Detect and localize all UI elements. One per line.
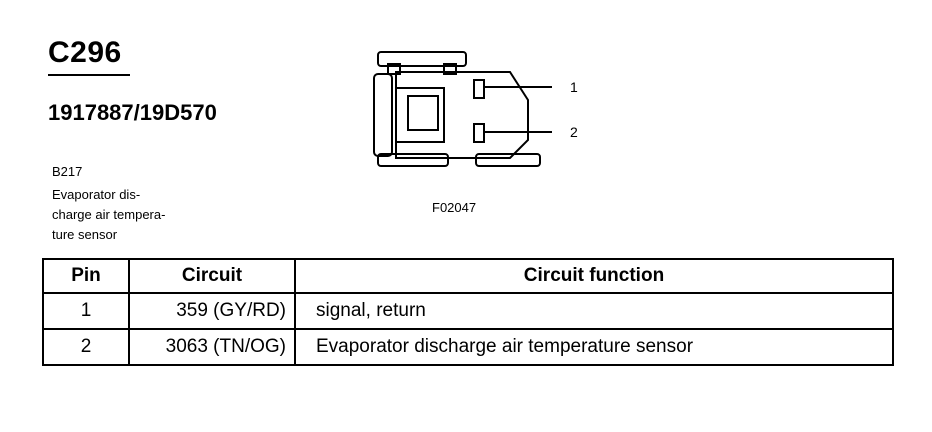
function-cell: signal, return [294, 292, 894, 330]
connector-top-latch [377, 51, 467, 67]
connector-top-post-left [387, 63, 401, 75]
component-description-line: charge air tempera- [52, 207, 166, 222]
circuit-cell: 359 (GY/RD) [128, 292, 296, 330]
connector-top-post-right [443, 63, 457, 75]
circuit-cell: 3063 (TN/OG) [128, 328, 296, 366]
table-row: 2 3063 (TN/OG) Evaporator discharge air … [42, 328, 894, 366]
component-description: Evaporator dis- charge air tempera- ture… [52, 185, 202, 245]
part-numbers: 1917887/19D570 [48, 100, 217, 125]
figure-code: F02047 [432, 200, 477, 215]
connector-housing [395, 71, 529, 159]
connector-left-rail [373, 73, 393, 157]
connector-inner-frame [395, 87, 445, 143]
connector-id-underline [48, 74, 130, 76]
column-header-function: Circuit function [294, 258, 894, 294]
connector-window [407, 95, 439, 131]
connector-diagram: 1 2 [373, 51, 578, 167]
pin-cell: 2 [42, 328, 130, 366]
function-cell: Evaporator discharge air temperature sen… [294, 328, 894, 366]
pin-1-cavity [473, 79, 485, 99]
component-description-line: ture sensor [52, 227, 118, 242]
connector-bottom-rail-right [475, 153, 541, 167]
pin-2-label: 2 [570, 124, 578, 140]
pin-2-cavity [473, 123, 485, 143]
column-header-circuit: Circuit [128, 258, 296, 294]
table-header-row: Pin Circuit Circuit function [42, 258, 894, 294]
table-row: 1 359 (GY/RD) signal, return [42, 292, 894, 330]
component-description-line: Evaporator dis- [52, 187, 141, 202]
pin-table: Pin Circuit Circuit function 1 359 (GY/R… [42, 258, 894, 366]
connector-bottom-rail-left [377, 153, 449, 167]
component-code: B217 [52, 164, 83, 179]
pin-1-label: 1 [570, 79, 578, 95]
connector-id: C296 [48, 36, 122, 69]
column-header-pin: Pin [42, 258, 130, 294]
pin-cell: 1 [42, 292, 130, 330]
